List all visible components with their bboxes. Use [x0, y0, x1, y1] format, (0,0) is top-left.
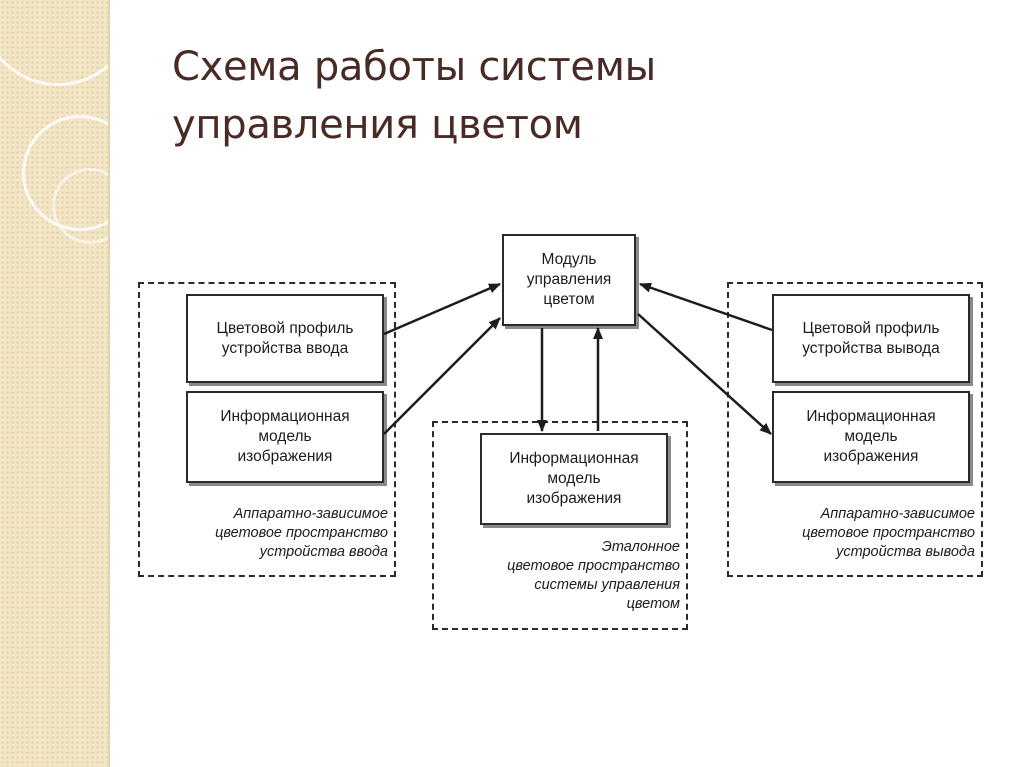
decorative-ring — [0, 0, 110, 86]
slide-title-line-2: управления цветом — [172, 102, 583, 148]
input-group-label: Аппаратно-зависимое цветовое пространств… — [215, 506, 388, 560]
decorative-side-strip — [0, 0, 110, 767]
slide-title-line-1: Схема работы системы — [172, 44, 656, 90]
color-management-module-box: Модуль управления цветом — [502, 234, 636, 326]
reference-space-group — [432, 421, 688, 630]
input-image-model-box: Информационная модель изображения — [186, 391, 384, 483]
reference-group-label: Эталонное цветовое пространство системы … — [507, 539, 680, 612]
input-device-group — [138, 282, 396, 577]
slide-title: Схема работы системы управления цветом — [172, 38, 872, 154]
arrow-input-model-to-module — [383, 317, 501, 435]
arrow-input-profile-to-module — [383, 282, 501, 336]
input-color-profile-box: Цветовой профиль устройства ввода — [186, 294, 384, 383]
output-color-profile-box: Цветовой профиль устройства вывода — [772, 294, 970, 383]
decorative-ring — [52, 168, 110, 244]
output-group-label: Аппаратно-зависимое цветовое пространств… — [802, 506, 975, 560]
output-device-group — [727, 282, 983, 577]
reference-image-model-box: Информационная модель изображения — [480, 433, 668, 525]
output-image-model-box: Информационная модель изображения — [772, 391, 970, 483]
arrow-module-to-output-model — [637, 313, 772, 435]
arrow-output-profile-to-module — [639, 282, 773, 332]
strip-edge — [108, 0, 110, 767]
